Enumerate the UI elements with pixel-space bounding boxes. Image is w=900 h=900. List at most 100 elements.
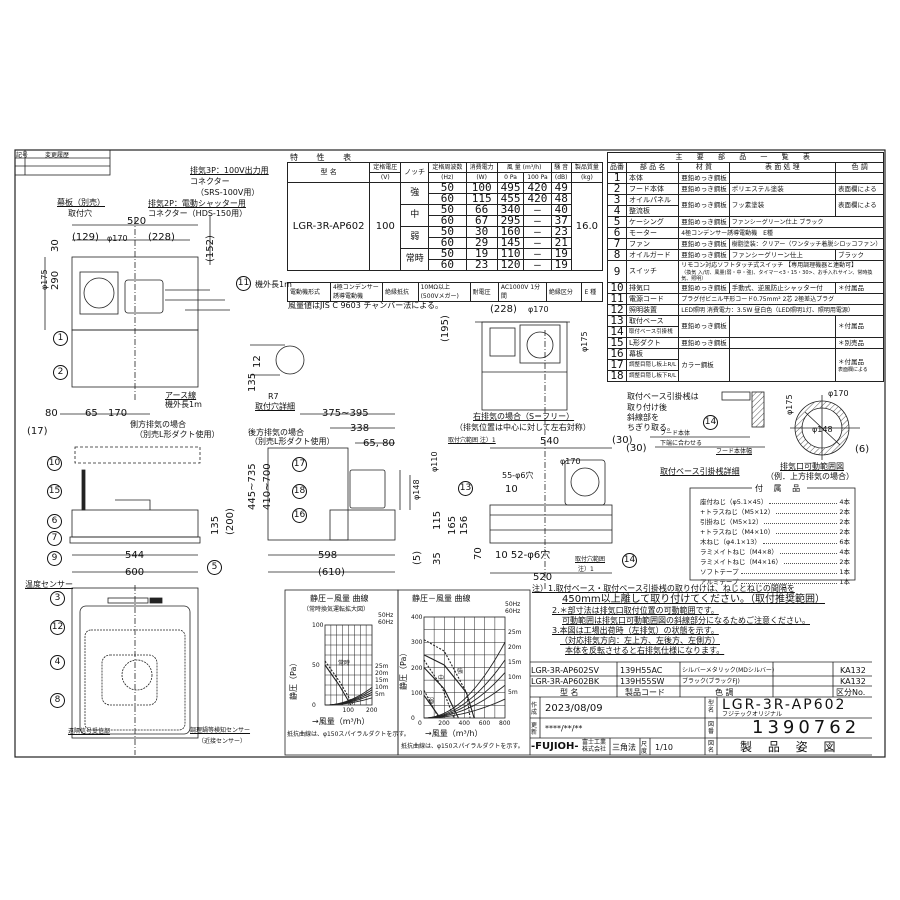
label-e6: (6) [855, 444, 870, 455]
parts-finish [728, 315, 836, 338]
resistance-label: 10m [508, 674, 522, 681]
parts-name: フード本体 [625, 183, 680, 195]
accessory-name: アルミテープ [700, 578, 739, 586]
accessory-name: +トラスねじ（M5×12） [700, 508, 775, 516]
accessory-item: 座付ねじ（φ5.1×45）4本 [700, 497, 850, 507]
label-hole-range: 取付穴範囲 注）1 [448, 437, 496, 444]
y-tick-label: 100 [411, 689, 423, 697]
label-d610: (610) [318, 567, 345, 578]
label-d30c: (30) [626, 443, 647, 454]
y-tick-label: 400 [411, 614, 423, 621]
scale-label: 尺度 [641, 741, 648, 755]
callout-part-8: 8 [50, 693, 65, 708]
resistance-curve [324, 697, 373, 706]
spec-h-noise: 騒 音 [550, 162, 572, 173]
label-d175: φ175 [40, 269, 49, 290]
label-d170b: 170 [108, 408, 128, 419]
label-d520: 520 [127, 216, 147, 227]
callout-part-17: 17 [292, 457, 307, 472]
label-d135: 135 [210, 515, 221, 535]
label-d129: (129) [72, 232, 99, 243]
revised-label: 更新 [531, 722, 538, 736]
parts-name: 取付ベース引掛桟 [625, 326, 680, 338]
label-srs: （SRS-100V用） [196, 188, 260, 197]
variant-model: LGR-3R-AP602SV [531, 666, 599, 675]
parts-material: 亜鉛めっき鋼板 [678, 315, 730, 338]
label-hook-note3: 斜線部を [627, 413, 659, 422]
parts-material: 亜鉛めっき鋼板 [678, 183, 730, 195]
parts-material: 亜鉛めっき鋼板 [678, 172, 730, 184]
drawing-model: LGR-3R-AP602 [722, 697, 847, 713]
label-d35: 35 [432, 552, 443, 565]
spec-h-weight: 製品質量 [570, 162, 604, 173]
company-name: 富士工業株式会社 [582, 739, 607, 753]
accessory-leader [783, 557, 838, 564]
x-tick-label: 400 [458, 720, 470, 727]
label-remote: 遠隔信号受信部 [68, 728, 111, 735]
label-rear-exhaust: 後方排気の場合 [248, 428, 304, 437]
parts-material-line2: （換気 入/切、風量(弱・中・強)、タイマー<3・15・30>、お手入れサイン、… [681, 270, 873, 282]
parts-h-color: 色 調 [834, 162, 885, 173]
spec-p100: — [523, 259, 552, 271]
label-d228: (228) [148, 232, 175, 243]
label-note1: 注）1 [578, 566, 594, 573]
label-range-title: 排気口可動範囲図 [780, 462, 844, 471]
chart-2-plot [423, 616, 506, 719]
drawing-number: 1390762 [752, 717, 861, 738]
variant-color: シルバーメタリック(MDシルバー) [682, 667, 775, 674]
chart1-subtitle: （常時換気運転拡大図） [303, 606, 370, 613]
label-exhaust3p: 排気3P：100V出力用 [190, 166, 269, 175]
parts-finish: フッ素塗装 [728, 194, 836, 217]
label-hood-bottom1: フード本体 [660, 430, 691, 437]
callout-part-13: 13 [458, 481, 473, 496]
callout-part-6: 6 [47, 514, 62, 529]
callout-part-2: 2 [53, 365, 68, 380]
x-tick-label: 100 [342, 707, 354, 714]
label-makuita: 幕板（別売） [57, 198, 105, 207]
parts-material: リモコン対応ソフトタッチ式スイッチ 【専用調理機器と連動可】（換気 入/切、風量… [678, 260, 885, 283]
accessory-qty: 4本 [839, 548, 850, 556]
chart2-label-weak: 弱 [428, 698, 435, 705]
accessory-name: 引掛ねじ（M5×12） [700, 518, 763, 526]
class-label: 絶縁区分 [545, 282, 583, 302]
y-tick-label: 50 [312, 662, 320, 669]
spec-notch: 中 [400, 204, 430, 227]
parts-material: 4極コンデンサー誘導電動機 E種 [678, 227, 885, 239]
chart1-note: 抵抗曲線は、φ150スパイラルダクトを示す。 [287, 731, 410, 738]
label-d540: 540 [540, 436, 560, 447]
note-line: 2.＊部寸法は排気口取付位置の可動範囲です。 [552, 606, 719, 615]
parts-table-title: 主 要 部 品 一 覧 表 [606, 152, 885, 163]
callout-part-1: 1 [53, 331, 68, 346]
variant-class-no: KA132 [840, 666, 866, 675]
parts-finish [728, 348, 836, 382]
label-earth-len: 機外長1m [165, 400, 202, 409]
chart1-ylabel: 静圧（Pa） [289, 658, 298, 700]
label-range-sub: （例．上方排気の場合） [766, 472, 854, 481]
parts-color: 表面欄による [834, 183, 885, 195]
label-r195: (195) [440, 315, 451, 342]
label-d170: φ170 [107, 234, 128, 243]
parts-finish: 手動式、逆風防止シャッター付 [728, 282, 836, 294]
parts-material: 亜鉛めっき鋼板 [678, 238, 730, 250]
chart-1-plot [324, 624, 373, 706]
resistance: 10MΩ以上 (500Vメガー) [417, 282, 471, 302]
accessory-qty: 2本 [839, 518, 850, 526]
accessory-leader [740, 577, 838, 584]
drawing-name: 製 品 姿 図 [740, 740, 842, 754]
accessory-leader [769, 497, 838, 504]
accessory-leader [740, 567, 838, 574]
label-pan-sensor: 調理鍋等検知センサー [190, 727, 251, 734]
created-label: 作成 [531, 702, 538, 716]
label-d110: φ110 [430, 451, 439, 472]
label-d598: 598 [318, 550, 338, 561]
parts-color: ＊別売品 [834, 337, 885, 349]
label-d338: 338 [350, 423, 370, 434]
label-hole-135: 135 [247, 372, 258, 392]
chart2-legend-60hz: 60Hz [505, 608, 521, 615]
